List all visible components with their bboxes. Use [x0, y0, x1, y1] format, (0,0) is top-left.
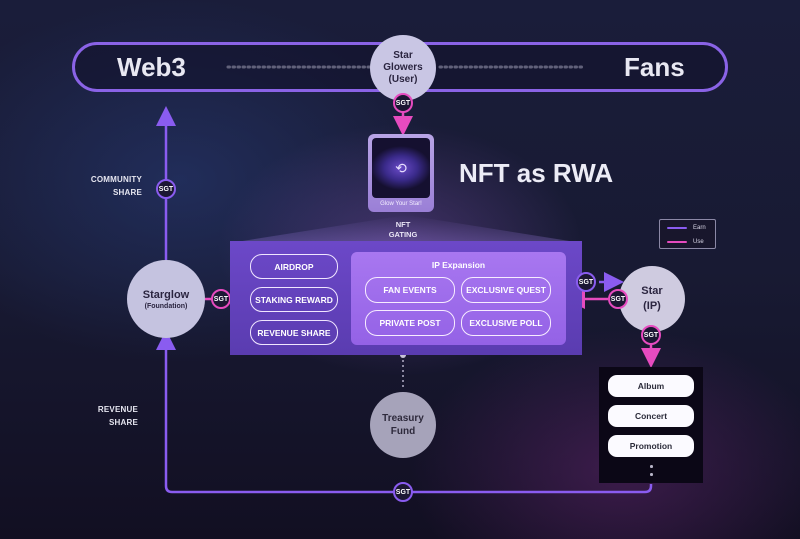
product-promotion[interactable]: Promotion	[608, 435, 694, 457]
products-box: Album Concert Promotion	[599, 367, 703, 483]
label-line: SHARE	[112, 188, 142, 197]
node-line: Star	[393, 50, 413, 61]
node-line: (User)	[388, 74, 418, 85]
treasury-line: Treasury	[382, 413, 424, 424]
sgt-token-badge: SGT	[576, 272, 596, 292]
ip-exclusive-poll[interactable]: EXCLUSIVE POLL	[461, 310, 551, 336]
ip-fan-events[interactable]: FAN EVENTS	[365, 277, 455, 303]
community-share-label: COMMUNITY SHARE	[72, 173, 142, 199]
starglow-logo-icon: ⟲	[395, 159, 407, 176]
label-line: SHARE	[108, 418, 138, 427]
nft-gating-label: NFT GATING	[370, 220, 436, 240]
sgt-token-badge: SGT	[393, 482, 413, 502]
reward-revenue-share[interactable]: REVENUE SHARE	[250, 320, 338, 345]
legend-use: Use	[667, 236, 715, 248]
fans-label: Fans	[624, 52, 685, 82]
nft-card[interactable]: ⟲ Glow Your Star!	[368, 134, 434, 212]
ip-exclusive-quest[interactable]: EXCLUSIVE QUEST	[461, 277, 551, 303]
legend-earn: Earn	[667, 222, 715, 234]
earn-line-swatch	[667, 226, 687, 230]
gating-line: GATING	[388, 230, 418, 239]
ip-expansion-box: IP Expansion FAN EVENTS EXCLUSIVE QUEST …	[351, 252, 566, 345]
node-line: Glowers	[383, 62, 423, 73]
reward-airdrop[interactable]: AIRDROP	[250, 254, 338, 279]
more-dot	[650, 473, 653, 476]
more-dot	[650, 465, 653, 468]
sgt-token-badge: SGT	[156, 179, 176, 199]
product-concert[interactable]: Concert	[608, 405, 694, 427]
nft-image: ⟲	[372, 138, 430, 198]
sgt-token-badge: SGT	[608, 289, 628, 309]
label-line: REVENUE	[97, 405, 138, 414]
sgt-token-badge: SGT	[211, 289, 231, 309]
treasury-fund-node[interactable]: Treasury Fund	[370, 392, 436, 458]
gating-line: NFT	[395, 220, 411, 229]
nft-title: NFT as RWA	[459, 158, 614, 188]
revenue-share-label: REVENUE SHARE	[68, 403, 138, 429]
star-line: (IP)	[643, 300, 661, 312]
foundation-name: Starglow	[142, 288, 190, 301]
foundation-sub: (Foundation)	[144, 302, 188, 310]
treasury-line: Fund	[390, 426, 416, 437]
starglow-foundation-node[interactable]: Starglow (Foundation)	[127, 260, 205, 338]
product-album[interactable]: Album	[608, 375, 694, 397]
nft-caption: Glow Your Star!	[380, 201, 422, 207]
reward-staking[interactable]: STAKING REWARD	[250, 287, 338, 312]
legend: Earn Use	[659, 219, 716, 249]
star-glowers-node[interactable]: Star Glowers (User)	[370, 35, 436, 101]
ip-private-post[interactable]: PRIVATE POST	[365, 310, 455, 336]
star-ip-node[interactable]: Star (IP)	[619, 266, 685, 332]
legend-label: Use	[693, 239, 704, 245]
legend-label: Earn	[693, 225, 706, 231]
use-line-swatch	[667, 240, 687, 244]
ip-expansion-title: IP Expansion	[431, 260, 486, 270]
sgt-token-badge: SGT	[393, 93, 413, 113]
label-line: COMMUNITY	[90, 175, 142, 184]
star-line: Star	[641, 285, 663, 297]
web3-label: Web3	[117, 52, 186, 82]
sgt-token-badge: SGT	[641, 325, 661, 345]
